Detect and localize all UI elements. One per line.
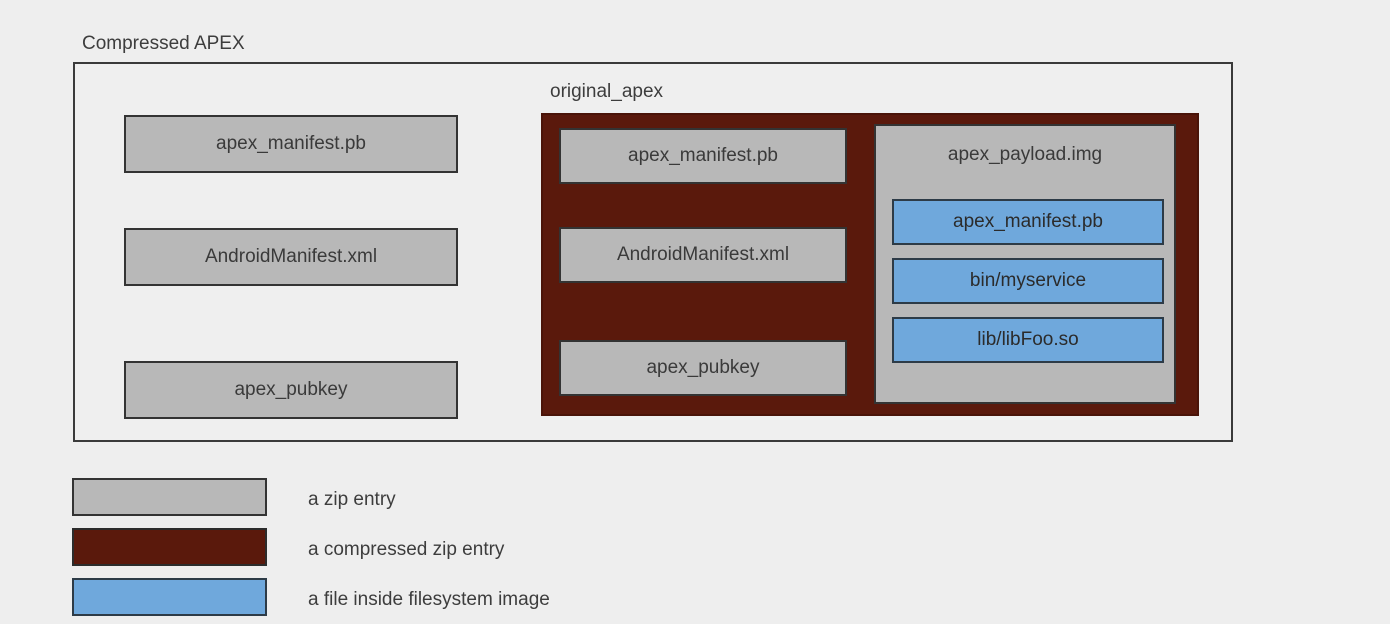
- zip-entry-apex-manifest: apex_manifest.pb: [124, 115, 458, 173]
- apex-payload-img-container: apex_payload.img apex_manifest.pb bin/my…: [874, 124, 1176, 404]
- compressed-apex-label: Compressed APEX: [82, 33, 245, 54]
- fs-file-lib-libfoo-so: lib/libFoo.so: [892, 317, 1164, 363]
- legend-swatch-compressed-zip-entry: [72, 528, 267, 566]
- legend-swatch-zip-entry: [72, 478, 267, 516]
- fs-file-apex-manifest: apex_manifest.pb: [892, 199, 1164, 245]
- original-apex-label: original_apex: [550, 81, 664, 102]
- legend-label-filesystem-file: a file inside filesystem image: [308, 589, 550, 610]
- inner-zip-entry-apex-pubkey: apex_pubkey: [559, 340, 847, 396]
- apex-payload-img-label: apex_payload.img: [947, 144, 1103, 165]
- zip-entry-android-manifest: AndroidManifest.xml: [124, 228, 458, 286]
- legend-label-compressed-zip-entry: a compressed zip entry: [308, 539, 505, 560]
- zip-entry-apex-pubkey: apex_pubkey: [124, 361, 458, 419]
- legend-swatch-filesystem-file: [72, 578, 267, 616]
- fs-file-bin-myservice: bin/myservice: [892, 258, 1164, 304]
- legend-label-zip-entry: a zip entry: [308, 489, 396, 510]
- inner-zip-entry-android-manifest: AndroidManifest.xml: [559, 227, 847, 283]
- inner-zip-entry-apex-manifest: apex_manifest.pb: [559, 128, 847, 184]
